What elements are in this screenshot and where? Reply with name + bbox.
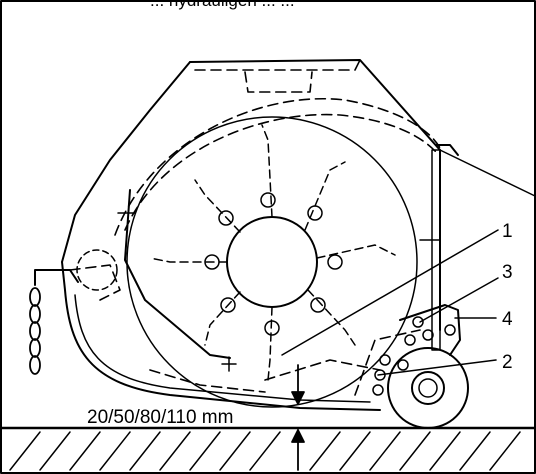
right-support bbox=[419, 149, 441, 351]
rotor bbox=[126, 116, 418, 408]
height-dimension-label: 20/50/80/110 mm bbox=[87, 407, 233, 428]
callout-2: 2 bbox=[502, 352, 513, 373]
chain-hook bbox=[34, 269, 79, 286]
leader-2 bbox=[377, 359, 497, 376]
dashed-hood bbox=[69, 59, 441, 396]
callout-1: 1 bbox=[502, 221, 513, 242]
chain bbox=[29, 287, 41, 375]
height-dimension bbox=[291, 364, 305, 471]
leader-1 bbox=[281, 229, 499, 356]
adjustment-plate bbox=[372, 304, 461, 396]
callout-4: 4 bbox=[502, 309, 513, 330]
leader-lines bbox=[281, 229, 499, 376]
leader-3 bbox=[419, 277, 499, 323]
callout-3: 3 bbox=[502, 262, 513, 283]
caption-text: ... hydrauligen ... ... bbox=[150, 0, 295, 10]
top-caption-fragment: ... hydrauligen ... ... bbox=[0, 0, 536, 22]
left-roller bbox=[76, 249, 118, 291]
mower-housing bbox=[61, 59, 536, 411]
left-guide bbox=[124, 189, 231, 359]
ground bbox=[0, 426, 536, 471]
rear-roller bbox=[387, 347, 469, 429]
